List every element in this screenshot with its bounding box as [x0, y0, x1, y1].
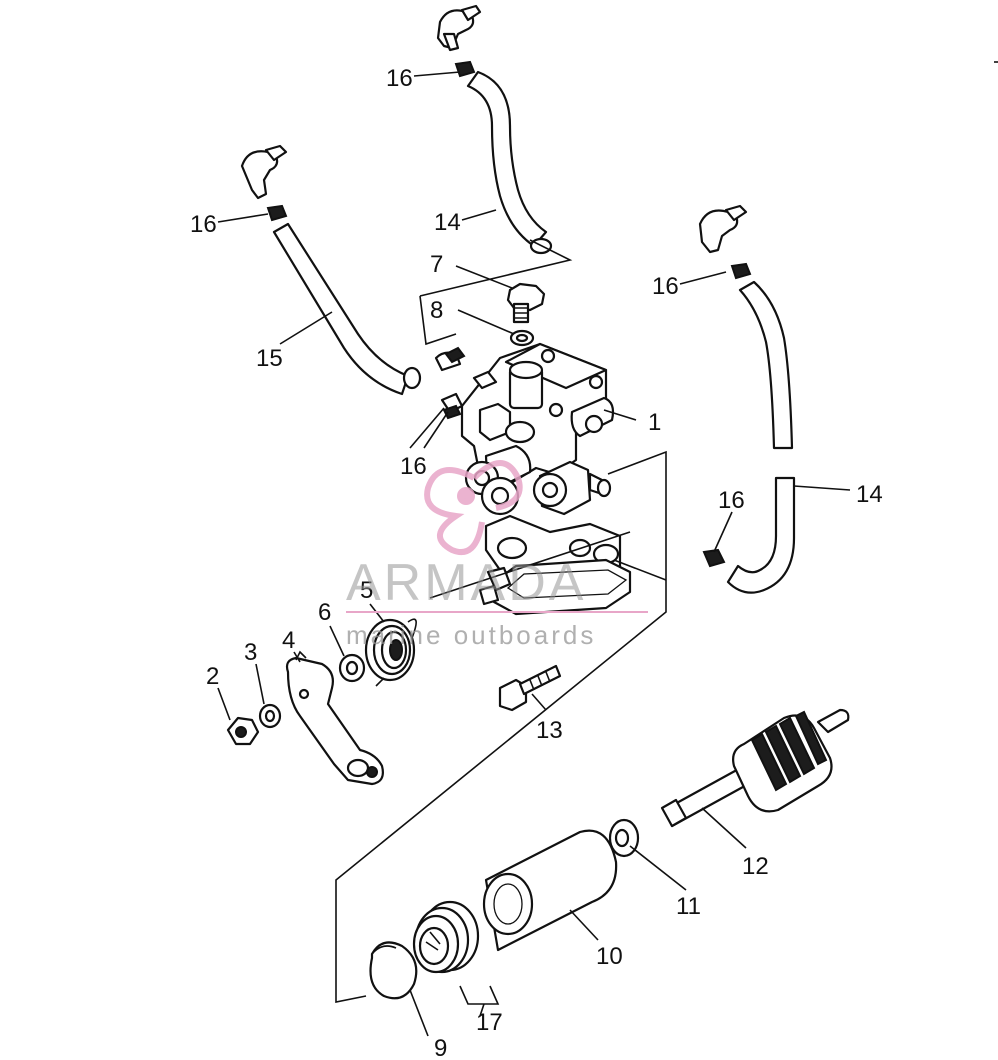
- callout-15: 15: [256, 345, 283, 372]
- left-nozzle: [240, 144, 288, 200]
- callout-17: 17: [476, 1009, 503, 1036]
- callout-10: 10: [596, 943, 623, 970]
- hose-14-right-lower: [726, 476, 796, 594]
- washer-3: [258, 703, 282, 729]
- bolt-7: [506, 282, 546, 324]
- hose-14-top: [466, 70, 553, 255]
- callout-12: 12: [742, 853, 769, 880]
- callout-9: 9: [434, 1035, 447, 1060]
- watermark: ARMADA marine outboards: [346, 460, 648, 650]
- right-nozzle: [698, 204, 748, 254]
- callout-7: 7: [430, 251, 443, 278]
- callout-16-center: 16: [400, 453, 427, 480]
- watermark-brand: ARMADA: [346, 554, 586, 612]
- callout-13: 13: [536, 717, 563, 744]
- hose-clip-16b: [266, 204, 288, 222]
- callout-11: 11: [676, 893, 701, 920]
- top-nozzle: [436, 4, 482, 52]
- washer-11: [608, 818, 640, 858]
- callout-16-top: 16: [386, 65, 413, 92]
- group-outline: [335, 239, 667, 1003]
- callouts: 1 2 3 4 5 6 7 8 9 10 11 12 13 14 14 15 1…: [190, 65, 883, 1060]
- hose-15: [272, 222, 422, 396]
- pump-body: [460, 342, 632, 616]
- callout-8: 8: [430, 297, 443, 324]
- callout-14-right: 14: [856, 481, 883, 508]
- hose-clip-16d: [702, 548, 726, 568]
- watermark-tagline: marine outboards: [346, 620, 596, 650]
- hose-clip-16a: [454, 60, 476, 78]
- hose-14-right-upper: [738, 280, 794, 450]
- callout-6: 6: [318, 599, 331, 626]
- callout-4: 4: [282, 627, 295, 654]
- washer-6: [338, 653, 366, 683]
- watermark-logo-icon: [424, 460, 523, 555]
- bushing-10: [482, 829, 618, 952]
- callout-5: 5: [360, 577, 373, 604]
- spring-5: [364, 618, 417, 687]
- hose-clip-16c: [730, 262, 752, 280]
- seal-17: [412, 900, 480, 974]
- drive-gear-12: [660, 708, 850, 828]
- snap-ring-9: [369, 941, 418, 1000]
- callout-14-top: 14: [434, 209, 461, 236]
- callout-3: 3: [244, 639, 257, 666]
- bolt-13: [498, 664, 562, 712]
- lever-4: [285, 650, 384, 786]
- pump-fittings: [434, 346, 498, 420]
- callout-16-right-lower: 16: [718, 487, 745, 514]
- nut-2: [226, 716, 260, 746]
- callout-16-right-upper: 16: [652, 273, 679, 300]
- leader-lines: [217, 61, 998, 1037]
- callout-1: 1: [648, 409, 661, 436]
- callout-16-left: 16: [190, 211, 217, 238]
- washer-8: [509, 329, 535, 347]
- callout-2: 2: [206, 663, 219, 690]
